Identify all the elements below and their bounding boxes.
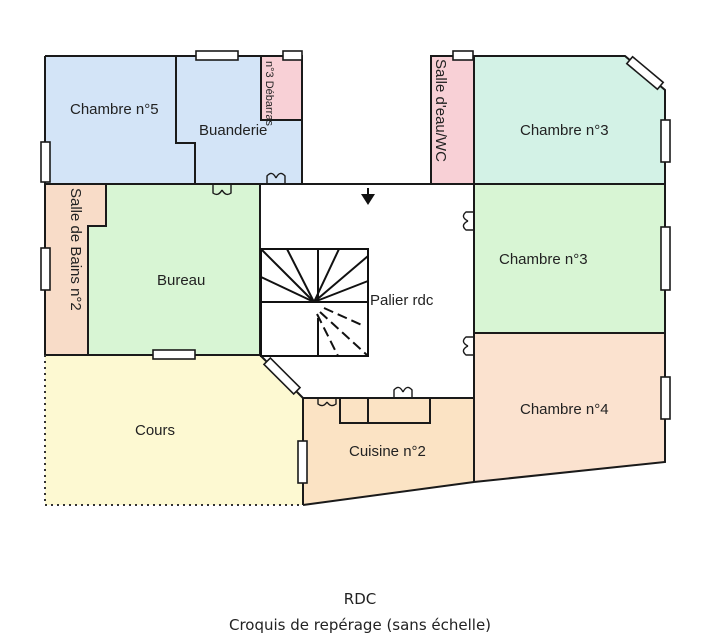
window (262, 356, 302, 396)
window (40, 247, 51, 291)
door (393, 386, 413, 398)
plan-title: RDC (343, 590, 377, 608)
label-salle-de-bains-2: Salle de Bains n°2 (67, 188, 84, 311)
window (152, 349, 196, 360)
window (40, 141, 51, 183)
label-palier-rdc: Palier rdc (370, 292, 434, 309)
room-chambre-5[interactable] (45, 56, 195, 184)
door (462, 211, 474, 231)
label-buanderie: Buanderie (199, 122, 267, 139)
window (452, 50, 474, 61)
window (297, 440, 308, 484)
room-chambre-3-mid[interactable] (474, 184, 665, 333)
room-salle-eau-wc[interactable] (431, 56, 474, 184)
room-debarras[interactable] (261, 56, 302, 120)
label-chambre-5: Chambre n°5 (70, 101, 159, 118)
label-salle-eau-wc: Salle d'eau/WC (432, 59, 449, 162)
door (317, 398, 337, 407)
room-cuisine-2[interactable] (303, 398, 474, 505)
label-bureau: Bureau (157, 272, 205, 289)
window (660, 119, 671, 163)
windows (40, 50, 671, 484)
door (462, 336, 474, 356)
room-chambre-4[interactable] (474, 333, 665, 482)
window (660, 376, 671, 420)
room-chambre-3-top[interactable] (474, 56, 665, 184)
label-cuisine-2: Cuisine n°2 (349, 443, 426, 460)
label-chambre-3-mid: Chambre n°3 (499, 251, 588, 268)
label-chambre-4: Chambre n°4 (520, 401, 609, 418)
plan-subtitle: Croquis de repérage (sans échelle) (228, 616, 492, 634)
door (266, 172, 286, 184)
window (660, 226, 671, 291)
arrow-down-icon (361, 188, 375, 205)
label-debarras: n°3 Débarras (263, 61, 275, 126)
window (195, 50, 239, 61)
window (282, 50, 303, 61)
label-cours: Cours (135, 422, 175, 439)
label-chambre-3-top: Chambre n°3 (520, 122, 609, 139)
room-cours[interactable] (45, 355, 303, 505)
staircase (260, 248, 369, 357)
window (625, 55, 665, 91)
floor-plan: Chambre n°5 Buanderie n°3 Débarras Salle… (40, 50, 671, 506)
door (212, 184, 232, 196)
room-salle-de-bains-2[interactable] (45, 184, 106, 355)
doors (212, 172, 474, 407)
room-bureau[interactable] (88, 184, 260, 355)
